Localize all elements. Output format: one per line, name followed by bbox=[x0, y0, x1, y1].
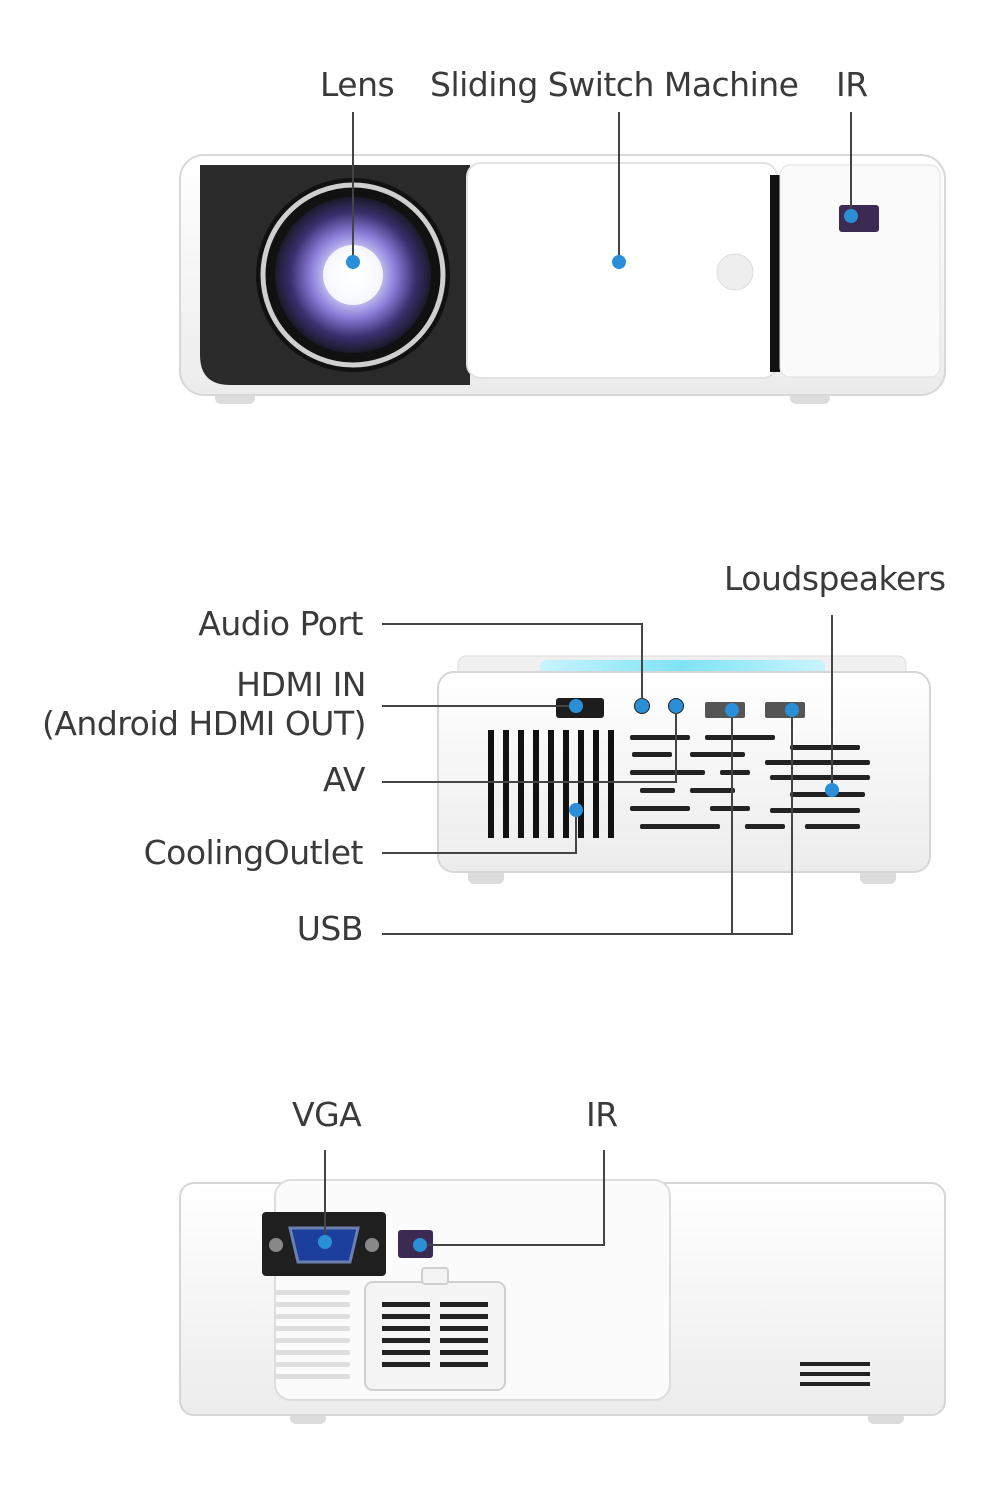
ir-dot bbox=[844, 209, 858, 223]
label-ir-side: IR bbox=[586, 1095, 618, 1134]
label-ir-top: IR bbox=[836, 65, 868, 104]
cooling-grille-icon bbox=[488, 730, 614, 838]
label-loudspeakers: Loudspeakers bbox=[724, 559, 946, 598]
label-hdmi-in: HDMI IN bbox=[236, 665, 366, 704]
side-view-projector bbox=[179, 1179, 946, 1424]
lens-dot bbox=[346, 255, 360, 269]
usb-dot-1 bbox=[725, 703, 739, 717]
side-ir-dot bbox=[413, 1238, 427, 1252]
loudspeakers-dot bbox=[825, 783, 839, 797]
label-av: AV bbox=[322, 760, 366, 799]
cooling-outlet-dot bbox=[569, 803, 583, 817]
label-sliding-switch: Sliding Switch Machine bbox=[430, 65, 799, 104]
rear-view-callouts bbox=[382, 615, 833, 935]
label-vga: VGA bbox=[292, 1095, 362, 1134]
usb-dot-2 bbox=[785, 703, 799, 717]
av-dot bbox=[669, 699, 683, 713]
hdmi-dot bbox=[569, 699, 583, 713]
rear-view-projector bbox=[437, 655, 931, 884]
sliding-switch-dot bbox=[612, 255, 626, 269]
label-audio-port: Audio Port bbox=[198, 604, 363, 643]
label-lens: Lens bbox=[320, 65, 395, 104]
lens-icon bbox=[256, 178, 450, 372]
audio-port-dot bbox=[635, 699, 649, 713]
front-view-projector bbox=[179, 154, 946, 404]
label-cooling-outlet: CoolingOutlet bbox=[143, 833, 364, 872]
side-view-callouts bbox=[324, 1150, 605, 1246]
label-usb: USB bbox=[296, 909, 364, 948]
vga-dot bbox=[318, 1235, 332, 1249]
top-view-callouts bbox=[352, 112, 852, 262]
label-android-hdmi-out: (Android HDMI OUT) bbox=[41, 704, 367, 743]
